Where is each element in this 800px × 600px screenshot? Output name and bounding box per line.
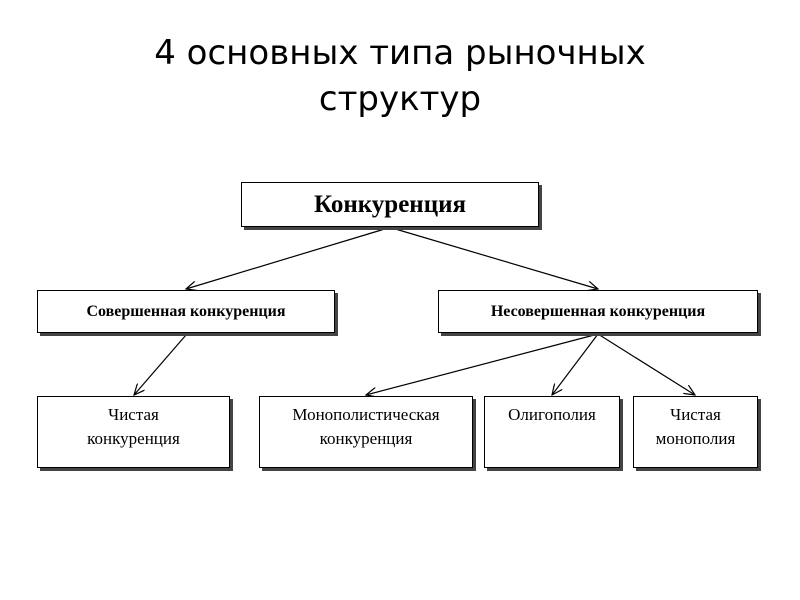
arrow-root-to-perfect: [186, 227, 389, 289]
slide-title-line2: структур: [318, 79, 482, 119]
node-competition-label: Конкуренция: [313, 190, 467, 218]
node-pure-monopoly: Чистая монополия: [633, 396, 758, 468]
node-monopolistic-competition: Монополистическая конкуренция: [259, 396, 473, 468]
node-competition: Конкуренция: [241, 182, 539, 227]
node-monopolistic-competition-line2: конкуренция: [319, 429, 413, 448]
slide-title: 4 основных типа рыночных структур: [0, 30, 800, 122]
arrow-imperfect-to-monopolistic: [366, 333, 599, 395]
node-oligopoly: Олигополия: [484, 396, 620, 468]
node-monopolistic-competition-line1: Монополистическая: [292, 405, 440, 424]
slide-title-line1: 4 основных типа рыночных: [154, 33, 646, 73]
node-pure-monopoly-line1: Чистая: [670, 405, 721, 424]
node-imperfect-competition: Несовершенная конкуренция: [438, 290, 758, 333]
arrow-imperfect-to-oligopoly: [552, 333, 599, 395]
node-pure-competition: Чистая конкуренция: [37, 396, 230, 468]
node-pure-competition-line1: Чистая: [108, 405, 159, 424]
arrow-root-to-imperfect: [391, 227, 598, 289]
arrow-imperfect-to-pure-monopoly: [597, 333, 695, 395]
node-imperfect-competition-label: Несовершенная конкуренция: [490, 302, 706, 320]
node-perfect-competition: Совершенная конкуренция: [37, 290, 335, 333]
node-pure-competition-line2: конкуренция: [87, 429, 180, 448]
node-pure-monopoly-line2: монополия: [655, 429, 736, 448]
node-perfect-competition-label: Совершенная конкуренция: [86, 302, 286, 320]
node-oligopoly-label: Олигополия: [508, 405, 596, 424]
arrow-perfect-to-pure-competition: [134, 334, 187, 395]
